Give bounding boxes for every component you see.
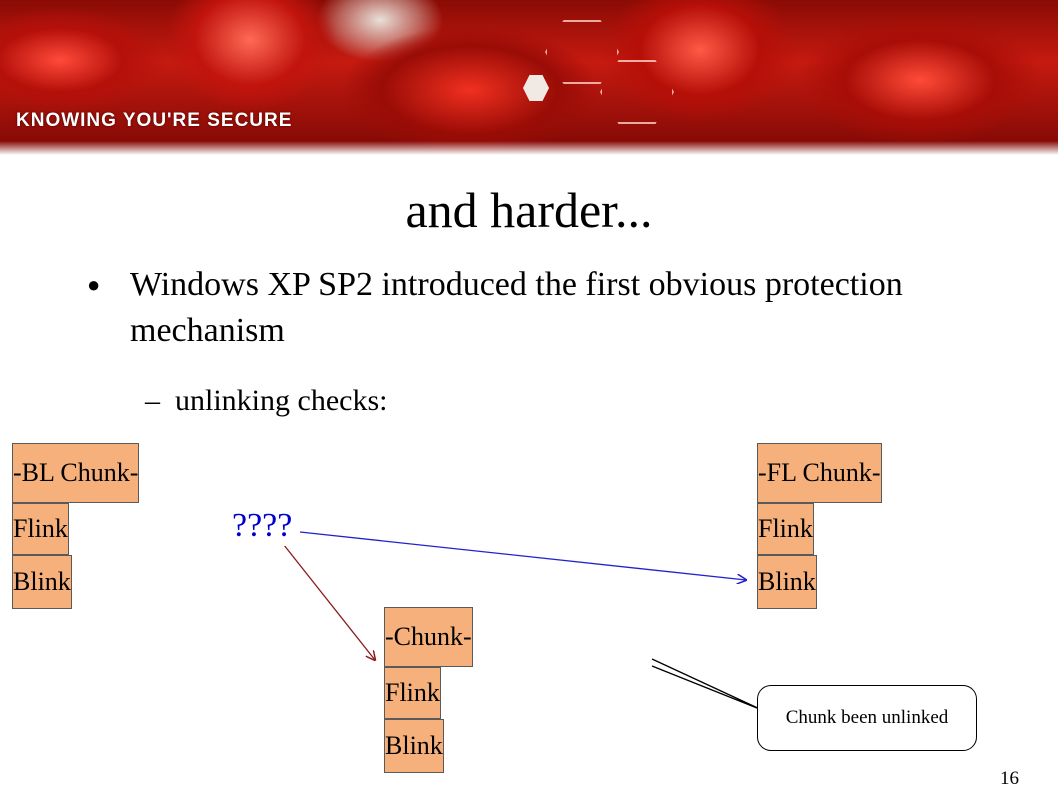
- fl-chunk-flink: Flink: [757, 503, 814, 555]
- unlinked-callout: Chunk been unlinked: [757, 685, 977, 751]
- banner-tagline: KNOWING YOU'RE SECURE: [16, 110, 293, 131]
- mid-chunk-header: -Chunk-: [384, 607, 473, 667]
- flink-to-fl-blink-arrow: [299, 531, 746, 580]
- header-banner: KNOWING YOU'RE SECURE: [0, 0, 1058, 155]
- fl-chunk-header: -FL Chunk-: [757, 443, 882, 503]
- bullet-dot-icon: ●: [87, 272, 101, 297]
- slide-title: and harder...: [405, 182, 653, 238]
- banner-hexagon-logo: [523, 75, 549, 101]
- bl-chunk-header: -BL Chunk-: [12, 443, 140, 503]
- mid-chunk-flink: Flink: [384, 667, 441, 719]
- bullet-sub-text: unlinking checks:: [175, 384, 388, 417]
- page-number: 16: [1000, 768, 1019, 789]
- callout-pointer: [651, 658, 763, 711]
- bullet-main-text: Windows XP SP2 introduced the first obvi…: [130, 266, 903, 349]
- banner-hexagon-decoration: [600, 60, 674, 124]
- banner-hexagon-decoration: [545, 20, 619, 84]
- bl-chunk-flink: Flink: [12, 503, 69, 555]
- mid-chunk-blink: Blink: [384, 719, 444, 773]
- fl-chunk-blink: Blink: [757, 555, 817, 609]
- bullet-dash-icon: –: [145, 384, 160, 417]
- bl-chunk-blink: Blink: [12, 555, 72, 609]
- question-marks-label: ????: [230, 506, 295, 546]
- blink-to-mid-chunk-arrow: [279, 539, 375, 660]
